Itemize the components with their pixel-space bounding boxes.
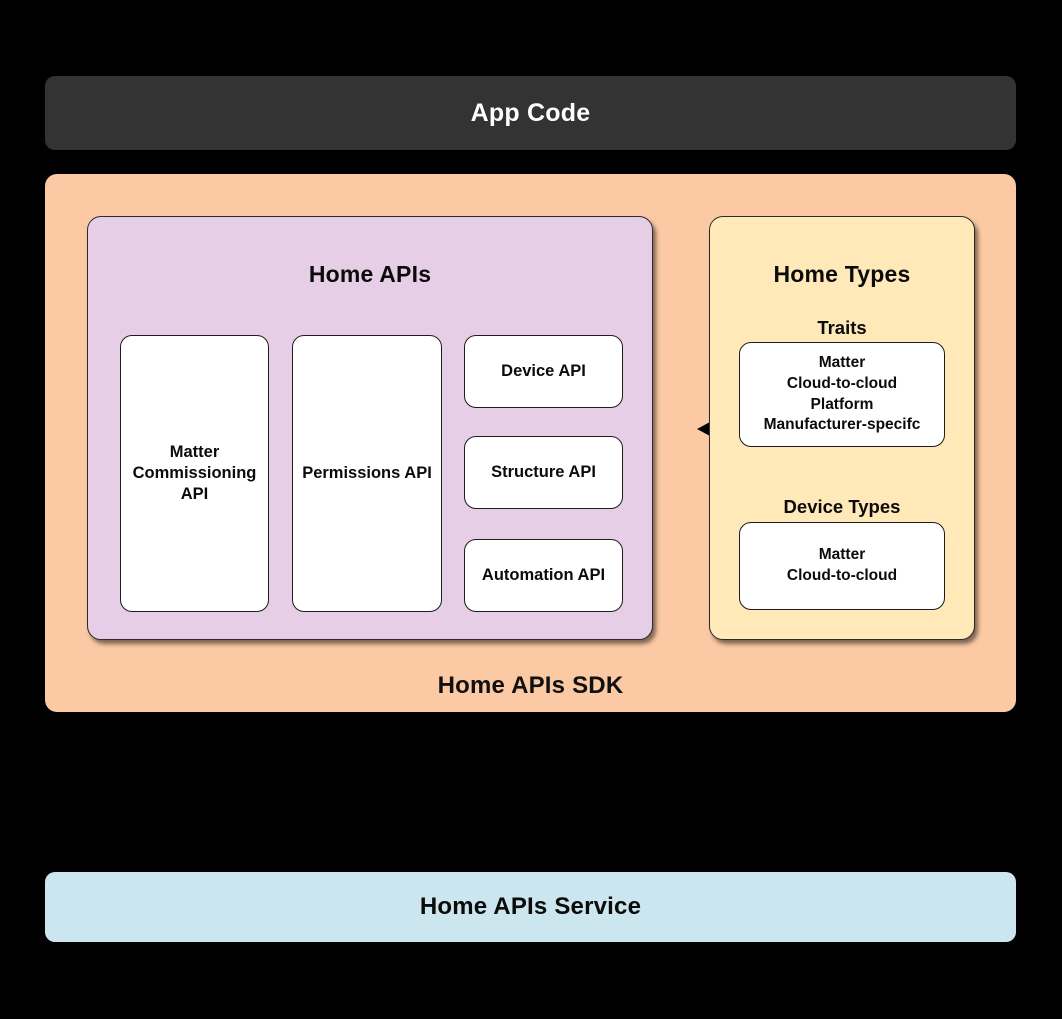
home-apis-service-label: Home APIs Service — [419, 893, 642, 920]
card-label: Matter Cloud-to-cloud — [786, 546, 898, 584]
home-types-title: Home Types — [773, 261, 911, 287]
card-matter-commissioning-api: Matter Commissioning API — [120, 335, 269, 612]
home-apis-sdk-caption: Home APIs SDK — [437, 672, 624, 699]
card-label: Matter Cloud-to-cloud Platform Manufactu… — [763, 353, 921, 434]
card-device-types: Matter Cloud-to-cloud — [739, 522, 945, 610]
card-label: Automation API — [481, 566, 606, 585]
card-label: Matter Commissioning API — [132, 443, 257, 503]
app-code-block: App Code — [45, 76, 1016, 150]
home-apis-title: Home APIs — [308, 261, 432, 287]
app-code-label: App Code — [470, 98, 591, 127]
card-label: Permissions API — [302, 464, 432, 483]
home-apis-panel: Home APIs Matter Commissioning API Permi… — [87, 216, 653, 640]
card-device-api: Device API — [464, 335, 623, 408]
home-apis-sdk-block: Home APIs Matter Commissioning API Permi… — [45, 174, 1016, 712]
device-types-heading: Device Types — [783, 496, 901, 517]
card-automation-api: Automation API — [464, 539, 623, 612]
card-traits: Matter Cloud-to-cloud Platform Manufactu… — [739, 342, 945, 447]
home-apis-service-block: Home APIs Service — [45, 872, 1016, 942]
home-types-panel: Home Types Traits Matter Cloud-to-cloud … — [709, 216, 975, 640]
card-permissions-api: Permissions API — [292, 335, 442, 612]
card-label: Device API — [501, 362, 586, 381]
card-structure-api: Structure API — [464, 436, 623, 509]
card-label: Structure API — [491, 463, 596, 482]
traits-heading: Traits — [817, 317, 867, 338]
